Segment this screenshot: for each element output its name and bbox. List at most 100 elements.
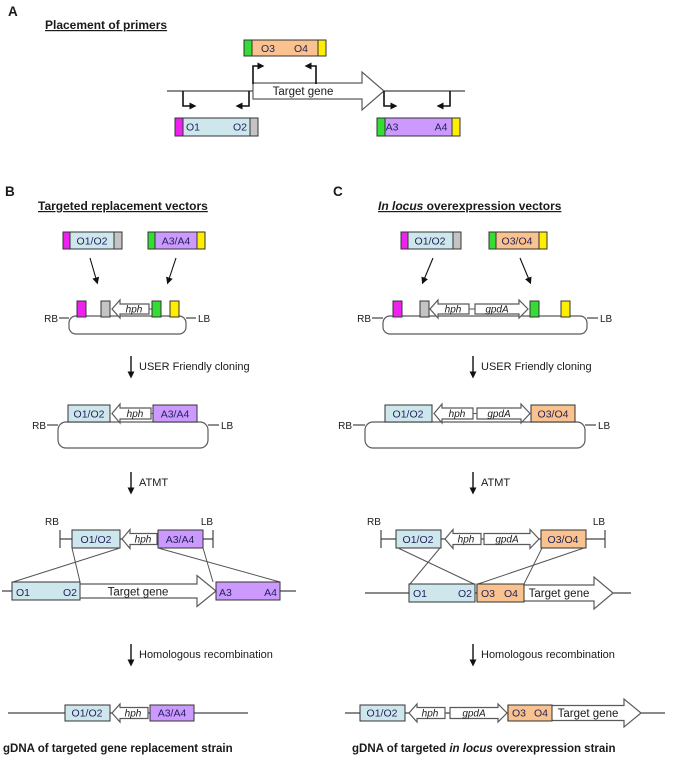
insert-arrow-left [89, 257, 100, 285]
cassette-o3o4: O3 O4 [243, 39, 327, 57]
o1o2-box [395, 529, 442, 549]
hph-label: hph [135, 535, 152, 546]
a3a4-label: A3/A4 [158, 708, 187, 720]
label-o3o4: O3/O4 [502, 236, 533, 248]
panel-a-title: Placement of primers [45, 18, 167, 32]
rb-label: RB [338, 421, 352, 432]
vector-assembled: RB LB O1/O2 hph gpdA O3/O4 [338, 402, 611, 449]
site-yellow [169, 300, 180, 318]
tdna-linear: RB LB O1/O2 hph gpdA O3/O4 [367, 517, 606, 551]
crossover-line [409, 547, 441, 585]
lb-label: LB [593, 517, 606, 528]
site-gray [100, 300, 111, 318]
label-o1: O1 [16, 587, 30, 599]
hph-gene-arrow [111, 298, 150, 320]
o1o2-flank-box [408, 583, 476, 603]
label-a3a4: A3/A4 [162, 236, 191, 248]
primer-arrow-o4 [304, 62, 317, 84]
caption-pre: gDNA of targeted [352, 743, 449, 755]
genomic-locus: Target gene O1 O2 O3 O4 [365, 575, 631, 611]
a3a4-box [152, 404, 198, 423]
gpda-label: gpdA [487, 409, 511, 420]
cap-magenta [174, 117, 184, 137]
genomic-locus: Target gene O1 O2 A3 A4 [2, 574, 296, 608]
site-magenta [76, 300, 87, 318]
o1o2-box [71, 529, 121, 549]
step-atmt-label: ATMT [481, 477, 510, 489]
insert-arrow-left [421, 257, 434, 285]
a3a4-label: A3/A4 [166, 534, 195, 546]
panel-b-title: Targeted replacement vectors [38, 199, 208, 213]
site-green [151, 300, 162, 318]
label-o3: O3 [481, 588, 495, 600]
lb-label: LB [598, 421, 611, 432]
gpda-label: gpdA [485, 305, 509, 316]
gpda-label: gpdA [462, 709, 486, 720]
crossover-line [202, 547, 214, 583]
cassette-o1o2: O1/O2 [62, 231, 123, 250]
label-o1o2: O1/O2 [415, 236, 446, 248]
panel-c-title-rest: overexpression vectors [423, 199, 561, 213]
hph-label: hph [449, 409, 466, 420]
rb-label: RB [367, 517, 381, 528]
o3o4-box [530, 404, 576, 423]
gpda-label: gpdA [495, 535, 519, 546]
label-o3: O3 [261, 43, 275, 55]
rb-label: RB [45, 517, 59, 528]
panel-a: A Placement of primers O3 O4 Target gene… [8, 4, 465, 137]
o3o4-box [476, 583, 525, 603]
hph-gene-arrow [111, 702, 149, 724]
plasmid-backbone [364, 421, 586, 449]
target-gene-label: Target gene [558, 708, 619, 720]
label-o1: O1 [186, 122, 200, 134]
cap-yellow [538, 231, 548, 250]
lb-label: LB [600, 314, 613, 325]
cap-yellow [451, 117, 461, 137]
hph-gene-arrow [429, 298, 470, 320]
insert-arrow-right [519, 257, 532, 285]
caption-post: overexpression strain [493, 743, 616, 755]
crossover-line [523, 547, 543, 585]
cap-gray [249, 117, 259, 137]
a3a4-label: A3/A4 [161, 409, 190, 421]
hph-gene-arrow [408, 702, 446, 724]
a3a4-box [157, 529, 204, 549]
label-o4: O4 [294, 43, 308, 55]
panel-b-label: B [5, 184, 15, 199]
site-green [529, 300, 540, 318]
plasmid-backbone [57, 421, 209, 449]
cap-green [147, 231, 156, 250]
target-gene-label: Target gene [108, 587, 169, 599]
step-cloning-label: USER Friendly cloning [481, 361, 592, 373]
target-gene-arrow [79, 574, 217, 608]
target-gene-label: Target gene [273, 86, 334, 98]
panel-a-label: A [8, 4, 18, 19]
o1o2-label: O1/O2 [81, 534, 112, 546]
o3o4-label: O3/O4 [548, 534, 579, 546]
o3o4-label: O3/O4 [538, 409, 569, 421]
lb-label: LB [221, 421, 234, 432]
gpda-promoter-arrow [474, 298, 529, 320]
target-gene-arrow [252, 70, 385, 112]
target-gene-label: Target gene [529, 588, 590, 600]
panel-c-title: In locus overexpression vectors [378, 199, 562, 213]
step-atmt-label: ATMT [139, 477, 168, 489]
primer-arrow-o2 [235, 91, 250, 110]
gpda-promoter-arrow [449, 702, 508, 724]
panel-b: B Targeted replacement vectors O1/O2 A3/… [2, 184, 296, 755]
hph-gene-arrow [433, 402, 474, 425]
label-o4: O4 [504, 588, 518, 600]
crossover-lines [12, 547, 281, 583]
a3a4-box [149, 704, 195, 722]
panel-b-caption: gDNA of targeted gene replacement strain [3, 743, 233, 755]
cap-yellow [196, 231, 206, 250]
cassette-o1o2: O1 O2 [174, 117, 259, 137]
label-o4: O4 [534, 708, 548, 720]
o1o2-box [64, 704, 111, 722]
label-o2: O2 [63, 587, 77, 599]
cassette-a3a4: A3 A4 [376, 117, 461, 137]
crossover-line [397, 547, 475, 585]
label-a4: A4 [435, 122, 448, 134]
crossover-line [157, 547, 281, 583]
label-a3: A3 [219, 587, 232, 599]
